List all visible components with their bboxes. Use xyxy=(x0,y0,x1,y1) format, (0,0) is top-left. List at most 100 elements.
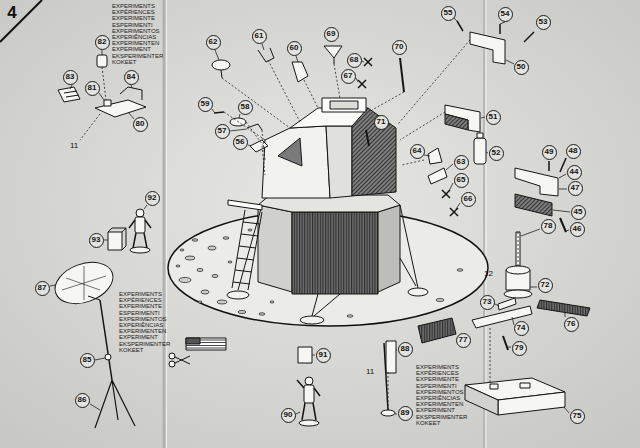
callout-text: 66 xyxy=(464,195,473,203)
callout-number: 66 xyxy=(461,192,476,207)
lunar-module xyxy=(326,126,352,198)
callout-number: 70 xyxy=(392,40,407,55)
callout-number: 69 xyxy=(324,27,339,42)
callout-text: 92 xyxy=(148,194,157,202)
lunar-module xyxy=(278,138,302,166)
part-sketches xyxy=(108,232,122,250)
callout-number: 61 xyxy=(252,29,267,44)
lunar-module xyxy=(227,98,428,324)
callout-text: 75 xyxy=(573,412,582,420)
callout-number: 50 xyxy=(514,60,529,75)
callout-text: 84 xyxy=(127,73,136,81)
part-sketches xyxy=(506,266,530,274)
label-text: EXPERIMENTS EXPÉRIENCES EXPERIMENTE ESPE… xyxy=(112,3,163,65)
callout-number: 52 xyxy=(489,146,504,161)
callout-text: 82 xyxy=(98,38,107,46)
part-sketches xyxy=(58,87,80,102)
lunar-module xyxy=(292,212,378,294)
moon-surface xyxy=(217,300,227,304)
moon-surface xyxy=(208,246,216,250)
part-sketches xyxy=(304,385,314,403)
callout-text: 78 xyxy=(544,222,553,230)
part-sketches xyxy=(418,318,456,343)
callout-text: 69 xyxy=(327,30,336,38)
lunar-module xyxy=(262,126,330,198)
part-sketches xyxy=(175,356,190,364)
part-sketches xyxy=(292,62,308,82)
lunar-module xyxy=(239,246,256,248)
callout-text: 67 xyxy=(344,72,353,80)
moon-surface xyxy=(270,301,274,303)
callout-text: 57 xyxy=(218,127,227,135)
moon-surface xyxy=(228,261,232,263)
part-sketches xyxy=(548,161,550,171)
part-sketches xyxy=(560,158,566,172)
callout-text: 50 xyxy=(517,63,526,71)
callout-text: 91 xyxy=(319,351,328,359)
part-sketches xyxy=(129,220,151,248)
part-sketches xyxy=(499,24,501,34)
moon-surface xyxy=(436,299,444,302)
moon-surface xyxy=(168,210,488,326)
part-sketches xyxy=(212,60,230,70)
callout-text: 61 xyxy=(255,32,264,40)
lunar-module xyxy=(378,205,400,292)
multilingual-note: EXPERIMENTS EXPÉRIENCES EXPERIMENTE ESPE… xyxy=(416,364,467,426)
callout-number: 80 xyxy=(133,117,148,132)
part-sketches xyxy=(66,95,79,97)
callout-number: 86 xyxy=(75,393,90,408)
callout-number: 75 xyxy=(570,409,585,424)
lunar-module xyxy=(352,108,396,196)
part-sketches xyxy=(490,384,498,389)
part-sketches xyxy=(477,133,483,138)
part-sketches xyxy=(524,32,534,42)
moon-surface xyxy=(185,256,195,260)
moon-surface xyxy=(238,311,246,314)
callout-text: 64 xyxy=(413,147,422,155)
callout-number: 54 xyxy=(498,7,513,22)
label-text: 11 xyxy=(70,142,78,150)
callout-text: 73 xyxy=(483,298,492,306)
part-sketches xyxy=(186,338,200,344)
callout-text: 56 xyxy=(236,138,245,146)
moon-surface xyxy=(192,239,198,241)
multilingual-note: EXPERIMENTS EXPÉRIENCES EXPERIMENTE ESPE… xyxy=(119,291,170,353)
lunar-module xyxy=(228,200,262,210)
callout-number: 71 xyxy=(374,115,389,130)
part-sketches xyxy=(358,80,366,88)
part-sketches xyxy=(258,48,274,62)
part-sketches xyxy=(457,21,463,31)
callout-text: 58 xyxy=(241,103,250,111)
moon-surface xyxy=(347,315,353,317)
lunar-module xyxy=(408,288,428,296)
callout-text: 59 xyxy=(201,100,210,108)
callout-number: 73 xyxy=(480,295,495,310)
part-sketches xyxy=(49,255,118,311)
callout-number: 81 xyxy=(85,81,100,96)
lunar-module xyxy=(227,291,249,299)
callout-text: 88 xyxy=(401,345,410,353)
callout-text: 72 xyxy=(541,281,550,289)
moon-surface xyxy=(259,313,265,315)
callout-number: 74 xyxy=(514,321,529,336)
moon-surface xyxy=(212,275,218,278)
moon-surface xyxy=(168,210,488,326)
lunar-module xyxy=(322,98,366,112)
callout-number: 44 xyxy=(567,165,582,180)
part-sketches xyxy=(498,392,565,415)
callout-number: 46 xyxy=(570,222,585,237)
lunar-module xyxy=(238,205,262,290)
part-number: 12 xyxy=(484,270,493,278)
label-text: EXPERIMENTS EXPÉRIENCES EXPERIMENTE ESPE… xyxy=(416,364,467,426)
assembly-guide-line xyxy=(80,40,518,410)
part-sketches xyxy=(334,58,335,64)
callout-text: 54 xyxy=(501,10,510,18)
callout-number: 48 xyxy=(566,144,581,159)
callout-text: 79 xyxy=(515,344,524,352)
part-sketches xyxy=(537,300,590,316)
part-sketches xyxy=(186,338,226,350)
part-sketches xyxy=(381,410,395,416)
callout-number: 63 xyxy=(454,155,469,170)
lunar-module xyxy=(258,205,292,292)
